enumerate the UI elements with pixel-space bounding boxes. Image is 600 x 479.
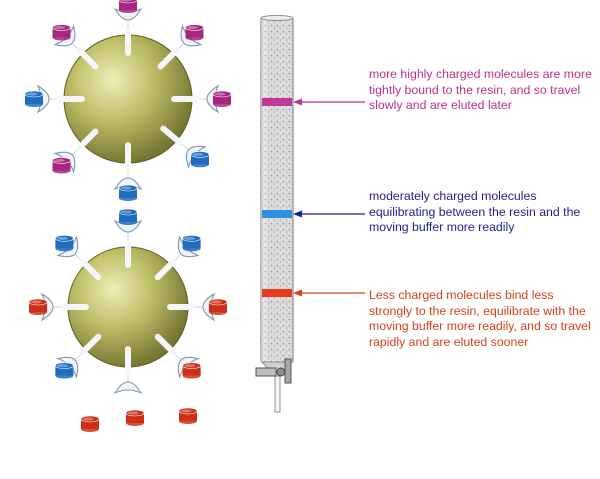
arrow-moderate — [293, 210, 365, 218]
crescent-binding-site-icon — [56, 235, 79, 258]
molecule-magenta-icon — [212, 90, 232, 107]
ligand-stem — [79, 258, 102, 281]
molecule-blue-icon — [24, 90, 44, 107]
molecule-blue-icon — [190, 151, 210, 168]
ligand-stem — [160, 125, 184, 146]
annotation-moderate-charge: moderately charged molecules equilibrati… — [369, 189, 581, 234]
molecule-magenta-icon — [118, 0, 138, 13]
crescent-binding-site-icon — [53, 24, 76, 47]
molecule-red-icon — [80, 415, 100, 432]
annotation-low-charge: Less charged molecules bind less strongl… — [369, 288, 591, 349]
molecule-magenta-icon — [52, 157, 71, 174]
molecule-blue-icon — [118, 184, 138, 201]
ligand-stem — [154, 258, 177, 281]
band-moderate-charge — [262, 210, 292, 218]
ligand-stem — [79, 333, 102, 356]
arrow-high — [293, 98, 365, 106]
band-low-charge — [262, 289, 292, 297]
band-high-charge — [262, 98, 292, 106]
ligand-stem — [154, 333, 177, 356]
arrow-low — [293, 289, 365, 297]
crescent-binding-site-icon — [177, 356, 200, 379]
ligand-stem — [76, 47, 99, 70]
molecule-blue-icon — [55, 235, 74, 252]
molecule-red-icon — [125, 409, 145, 426]
molecule-blue-icon — [118, 208, 138, 225]
molecule-magenta-icon — [52, 24, 71, 41]
molecule-red-icon — [178, 407, 198, 424]
crescent-binding-site-icon — [185, 145, 208, 169]
molecule-blue-icon — [55, 362, 74, 379]
ligand-stem — [157, 47, 180, 70]
resin-bead-top — [24, 0, 232, 201]
molecule-magenta-icon — [185, 24, 204, 41]
molecule-red-icon — [182, 362, 201, 379]
molecule-red-icon — [208, 298, 228, 315]
ligand-stem — [76, 128, 99, 151]
crescent-binding-site-icon — [113, 381, 143, 395]
stopcock-icon — [255, 358, 292, 384]
annotation-high-charge: more highly charged molecules are more t… — [369, 67, 592, 112]
molecule-blue-icon — [182, 235, 201, 252]
resin-bead-bottom — [28, 208, 228, 432]
molecule-red-icon — [28, 298, 48, 315]
